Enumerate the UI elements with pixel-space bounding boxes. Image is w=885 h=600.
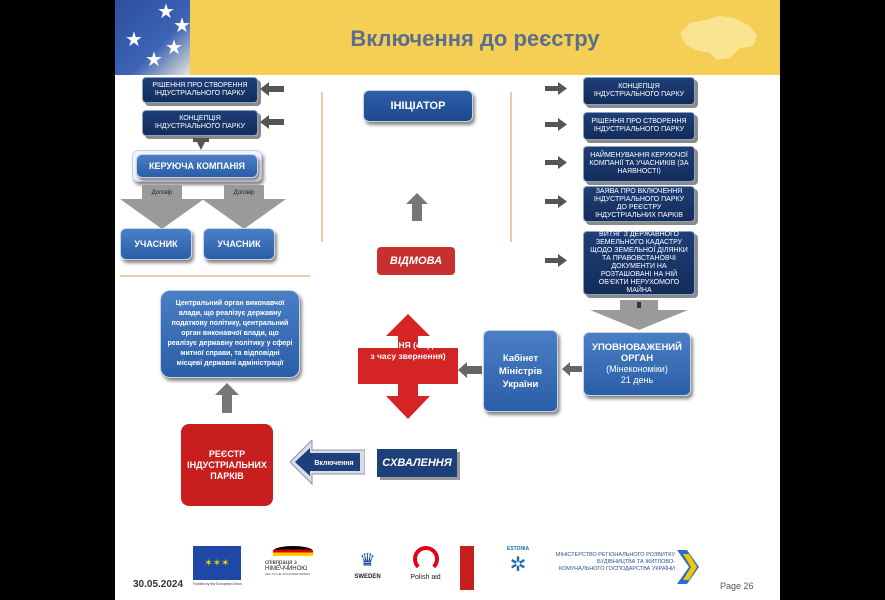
arrow-left-icon [260,82,284,96]
doc-concept-box: КОНЦЕПЦІЯ ІНДУСТРІАЛЬНОГО ПАРКУ [142,110,258,136]
refusal-box: ВІДМОВА [377,247,455,275]
right-doc-decision: РІШЕННЯ ПРО СТВОРЕННЯ ІНДУСТРІАЛЬНОГО ПА… [583,112,695,140]
right-doc-company-names: НАЙМЕНУВАННЯ КЕРУЮЧОЇ КОМПАНІЇ ТА УЧАСНИ… [583,146,695,182]
decision-label: РІШЕННЯ (45 днів з часу звернення) [370,340,446,361]
header-banner [115,0,780,75]
eu-flag-image: ★ ★ ★ ★ ★ [115,0,191,75]
arrow-down-icon [590,300,688,330]
arrow-right-icon [545,156,567,169]
germany-logo: співпраця з НІМЕЧЧИНОЮ DEUTSCHE ZUSAMMEN… [265,546,330,594]
cabinet-box: Кабінет Міністрів України [483,330,558,412]
right-doc-application: ЗАЯВА ПРО ВКЛЮЧЕННЯ ІНДУСТРІАЛЬНОГО ПАРК… [583,186,695,222]
authorized-title: УПОВНОВАЖЕНИЙ ОРГАН [592,342,682,364]
estonia-logo-text: ESTONIA [506,546,530,552]
germany-logo-text2: НІМЕЧЧИНОЮ [265,566,308,572]
polish-aid-text: Polish aid [410,574,441,581]
member-box: УЧАСНИК [120,228,192,260]
initiator-box: ІНІЦІАТОР [363,90,473,122]
arrow-left-icon [290,440,365,485]
sweden-logo: ♛ SWEDEN [345,546,390,594]
arrow-right-icon [545,118,567,131]
authorized-subtitle: (Мінекономіки) [606,364,668,374]
authorized-days: 21 день [620,375,654,385]
arrow-right-icon [545,82,567,95]
contract-label: Договір [151,190,173,196]
arrow-up-icon [406,193,428,221]
ministry-logo-text: МІНІСТЕРСТВО РЕГІОНАЛЬНОГО РОЗВИТКУ БУДІ… [555,552,675,572]
polish-aid-icon [412,546,439,572]
arrow-right-icon [545,195,567,208]
slide: ★ ★ ★ ★ ★ Включення до реєстру РІШЕННЯ П… [115,0,780,600]
arrow-right-icon [545,254,567,267]
divider-line [321,92,323,242]
right-doc-cadastre: ВИТЯГ З ДЕРЖАВНОГО ЗЕМЕЛЬНОГО КАДАСТРУ Щ… [583,231,695,295]
authority-box: Центральний орган виконавчої влади, що р… [160,290,300,378]
german-flag-icon [273,546,313,556]
ukraine-map-icon [680,16,757,60]
right-doc-concept: КОНЦЕПЦІЯ ІНДУСТРІАЛЬНОГО ПАРКУ [583,77,695,105]
arrow-up-icon [215,383,239,413]
registry-box: РЕЄСТР ІНДУСТРІАЛЬНИХ ПАРКІВ [181,424,273,506]
sweden-logo-text: SWEDEN [354,574,381,580]
germany-logo-text3: DEUTSCHE ZUSAMMENARBEIT [265,572,311,576]
decision-cross-arrow-icon [358,314,458,419]
estonia-emblem-icon: ✲ [509,554,527,576]
approval-box: СХВАЛЕННЯ [377,449,457,477]
ministry-chevron-icon [677,550,699,584]
page-number: Page 26 [720,581,754,591]
company-frame: КЕРУЮЧА КОМПАНІЯ [132,150,262,182]
arrow-down-icon [120,185,204,229]
contract-label: Договір [233,190,255,196]
authorized-body-box: УПОВНОВАЖЕНИЙ ОРГАН (Мінекономіки) 21 де… [583,332,691,396]
polish-aid-logo: Polish aid [403,546,448,594]
arrow-left-icon [260,115,284,129]
switzerland-flag-icon [460,546,474,590]
germany-logo-text1: співпраця з [265,560,297,566]
eu-logo-caption: Funded by the European Union [193,582,242,586]
sweden-crown-icon: ♛ [359,550,376,570]
footer-date: 30.05.2024 [133,579,184,590]
page-title: Включення до реєстру [350,26,600,51]
arrow-down-icon [193,138,209,150]
arrow-down-icon [202,185,286,229]
divider-line [510,92,512,242]
arrow-left-icon [458,362,482,378]
divider-line [120,275,310,277]
estonia-logo: ESTONIA ✲ [498,546,538,594]
eu-stars-icon: ✶✶✶ [193,546,241,580]
company-box: КЕРУЮЧА КОМПАНІЯ [136,154,258,178]
inclusion-label: Включення [314,460,354,467]
doc-decision-box: РІШЕННЯ ПРО СТВОРЕННЯ ІНДУСТРІАЛЬНОГО ПА… [142,77,258,103]
member-box: УЧАСНИК [203,228,275,260]
arrow-left-icon [562,362,582,376]
eu-logo: ✶✶✶ Funded by the European Union [193,546,243,594]
